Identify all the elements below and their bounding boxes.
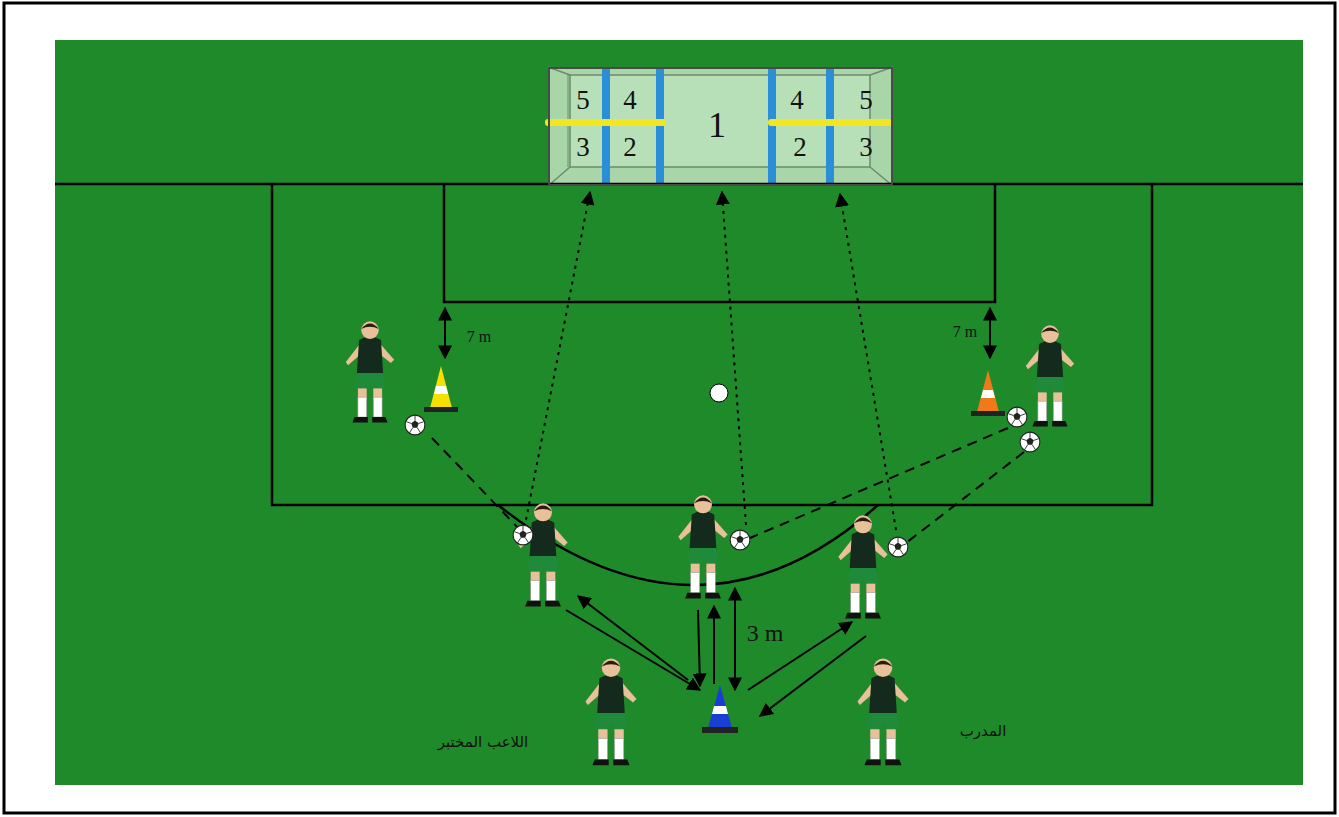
role-label: اللاعب المختبر — [438, 735, 529, 750]
zone-number: 3 — [859, 134, 873, 161]
zone-number: 2 — [793, 134, 807, 161]
zone-number: 1 — [708, 107, 726, 143]
cone-orange — [971, 370, 1005, 416]
zone-number: 5 — [859, 87, 873, 114]
goal-box: 5 4 1 4 5 3 2 2 3 — [548, 67, 893, 186]
zone-number: 5 — [576, 87, 590, 114]
cone-blue — [702, 685, 738, 733]
zone-number: 4 — [623, 87, 637, 114]
zone-number: 4 — [790, 87, 804, 114]
dimension-label: 7 m — [953, 324, 977, 340]
cone-yellow — [424, 366, 458, 412]
dimension-label: 3 m — [747, 621, 784, 645]
dimension-label: 7 m — [467, 329, 491, 345]
zone-number: 3 — [576, 134, 590, 161]
zone-number: 2 — [623, 134, 637, 161]
role-label: المدرب — [960, 724, 1007, 739]
